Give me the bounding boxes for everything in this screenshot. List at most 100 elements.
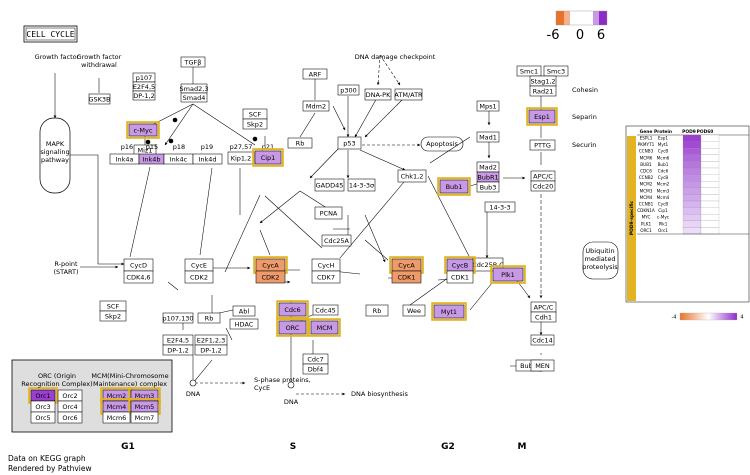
gene-node-cych: CycH [311,258,341,272]
gene-node-scf1: SCF [242,108,268,120]
node-label: Smad2,3 [180,85,209,93]
table-cell-pod60 [700,207,720,215]
gene-node-rb3: Rb [365,304,389,317]
node-label: Esp1 [534,113,550,121]
node-box [365,304,389,317]
table-cell-pod9 [682,154,702,162]
footer-line-1: Data on KEGG graph [8,454,86,463]
table-cell-pod60 [700,181,720,188]
gene-node-cdc7: Cdc7 [302,353,329,365]
node-box [287,137,313,149]
table-cell-pod60 [700,161,720,169]
node-label: Cdc25A [324,237,350,245]
gene-node-apcc2: APC/C [530,301,557,313]
node-label: Skp2 [247,120,263,128]
footer-line-2: Rendered by Pathview [8,464,92,473]
label-dna2: DNA [284,398,299,406]
gene-node-dnapk: DNA-PK [364,88,392,101]
node-label: p107 [136,74,153,82]
node-box [180,56,206,68]
node-label: Mps1 [479,102,496,110]
gene-node-mcm4: Mcm4 [100,398,133,415]
node-box [162,344,194,356]
node-box [530,311,557,323]
node-label: SCF [249,110,262,118]
table-cell-pod9 [682,148,702,155]
phase-g2: G2 [441,442,455,452]
label-mapk2: signaling [40,148,69,156]
gene-node-smad4: Smad4 [180,92,208,103]
gene-node-orc2: Orc2 [57,389,83,402]
node-label: Mcm4 [107,403,127,411]
table-cell-gene: CDKN1A [637,208,655,213]
gene-node-p53: p53 [337,136,362,150]
node-label: CycE [191,261,207,269]
table-cell-pod9 [682,220,702,228]
table-cell-protein: Bub1 [658,162,669,167]
table-cell-pod60 [700,141,720,149]
node-label-p21: p21 [262,143,274,151]
table-cell-protein: CycB [658,149,669,154]
legend-label-min: -6 [547,28,560,43]
node-box [476,181,500,193]
gene-node-s1433s: 14-3-3σ [347,178,376,192]
node-label: Rb [373,307,382,315]
node-label: Orc2 [62,392,77,400]
node-box [162,312,194,324]
gene-node-kip12: Kip1,2 [227,151,255,165]
table-cell-protein: CycB [658,175,669,180]
node-label: Chk1,2 [401,172,424,180]
node-label: SCF [107,302,120,310]
table-header: POD60 [697,129,714,135]
gene-node-cdk46: CDK4,6 [123,270,154,284]
node-label: CycA [398,261,415,269]
node-box [254,150,282,165]
node-label: Ink4a [116,155,134,163]
node-label: Mad1 [479,133,497,141]
node-label: Orc1 [35,392,50,400]
label-apoptosis: Apoptosis [426,140,458,148]
node-label: PCNA [320,209,338,217]
label-mapk3: pathway [41,156,69,164]
gene-node-smc3: Smc3 [543,65,569,77]
node-label: CDK7 [317,273,335,281]
gene-node-scf2: SCF [99,300,127,312]
table-cell-pod9 [682,167,702,175]
table-cell-gene: MCM3 [640,188,653,193]
table-cell-protein: Myt1 [658,142,669,147]
node-box [128,123,158,137]
highlight-frame [490,265,526,284]
table-cell-gene: MYC [642,215,651,220]
node-label: Orc5 [35,414,50,422]
gene-node-pcna: PCNA [314,206,343,220]
gene-node-skp2b: Skp2 [99,310,127,322]
gene-node-plk1: Plk1 [490,265,526,284]
node-box [30,411,56,424]
gene-node-dp12c: DP-1,2 [194,344,228,356]
apoptosis-box [420,136,464,152]
gene-node-cyca1: CycA [253,256,288,274]
node-label: c-Myc [134,126,153,134]
highlight-frame [431,302,467,321]
table-cell-gene: MCM4 [640,195,653,200]
table-header: POD9 [682,129,696,135]
table-cell-pod9 [682,187,702,195]
gene-node-orc5: Orc5 [30,411,56,424]
table-scale-max: 4 [740,315,743,321]
gene-node-cdk1b: CDK1 [446,270,474,284]
gene-node-arf: ARF [302,68,328,80]
node-label: Smad4 [183,94,206,102]
legend-swatch-low [556,11,564,25]
gene-node-esp1: Esp1 [526,107,558,126]
gene-node-smad23: Smad2,3 [180,83,209,94]
legend-swatch-high [599,11,607,25]
node-box [194,344,228,356]
gene-node-e2f45b: E2F4,5 [162,334,194,346]
gene-node-cyca2: CycA [389,256,424,274]
table-cell-pod9 [682,227,702,235]
table-cell-gene: CCNB2 [639,175,654,180]
page-title: CELL CYCLE [26,30,74,39]
gene-node-orc: ORC [276,318,309,337]
label-separin: Separin [572,113,597,121]
gene-node-cdc20: Cdc20 [530,180,556,192]
